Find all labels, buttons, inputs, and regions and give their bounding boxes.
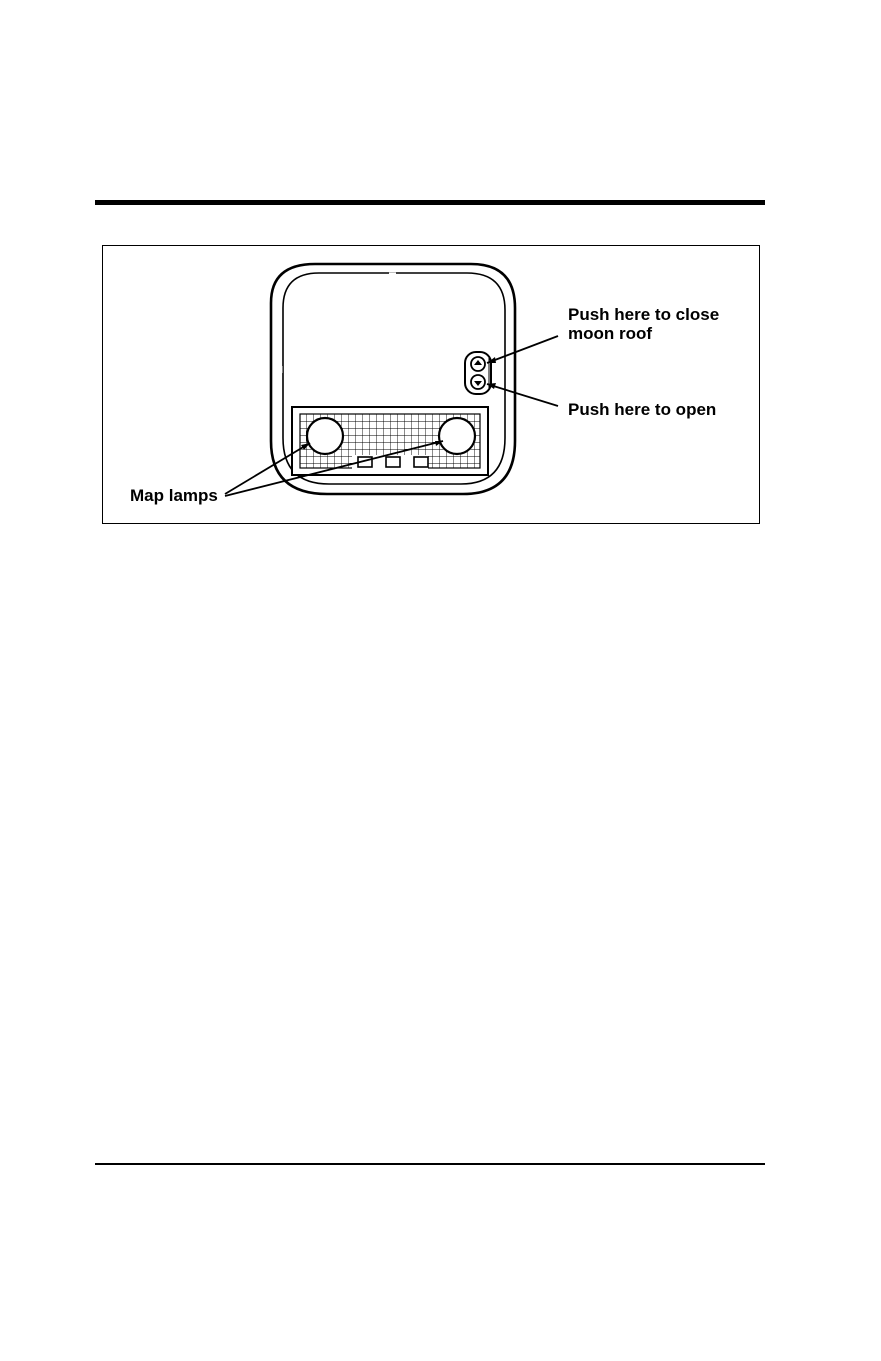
callout-close-line2: moon roof [568,324,719,343]
map-lamp-left [307,418,343,454]
leader-close [487,336,558,363]
console-button-3 [414,457,428,467]
callout-open: Push here to open [568,400,716,419]
callout-close: Push here to close moon roof [568,305,719,343]
close-arrow-icon[interactable] [471,357,485,371]
console-button-2 [386,457,400,467]
callout-map-lamps: Map lamps [130,486,218,505]
overhead-console-illustration [103,246,759,523]
footer-rule [95,1163,765,1165]
moon-roof-console-figure: Push here to close moon roof Push here t… [102,245,760,524]
map-lamp-right [439,418,475,454]
header-rule [95,200,765,205]
callout-close-line1: Push here to close [568,305,719,324]
open-arrow-icon[interactable] [471,375,485,389]
leader-open [487,384,558,406]
